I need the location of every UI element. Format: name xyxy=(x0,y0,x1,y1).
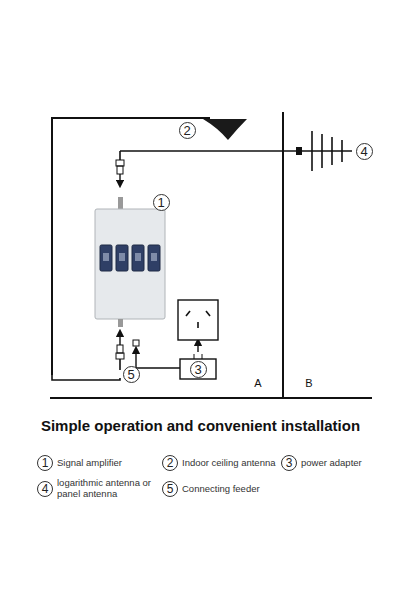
callout-number: 3 xyxy=(190,361,207,378)
key-text: Indoor ceiling antenna xyxy=(182,458,276,469)
region-label: A xyxy=(254,377,261,390)
key-text: Signal amplifier xyxy=(57,458,122,469)
title: Simple operation and convenient installa… xyxy=(0,417,401,434)
callout-number: 4 xyxy=(356,143,373,160)
callout-number: 5 xyxy=(123,366,140,383)
key-text: Connecting feeder xyxy=(182,484,260,495)
key-number: 4 xyxy=(37,481,53,497)
region-label: B xyxy=(305,377,312,390)
key-number: 1 xyxy=(37,455,53,471)
callout-number: 1 xyxy=(153,194,170,211)
callout-number: 2 xyxy=(179,122,196,139)
key-number: 5 xyxy=(162,481,178,497)
key-number: 3 xyxy=(281,455,297,471)
key-text: logarithmic antenna or panel antenna xyxy=(57,478,159,500)
key-number: 2 xyxy=(162,455,178,471)
key-text: power adapter xyxy=(301,458,362,469)
